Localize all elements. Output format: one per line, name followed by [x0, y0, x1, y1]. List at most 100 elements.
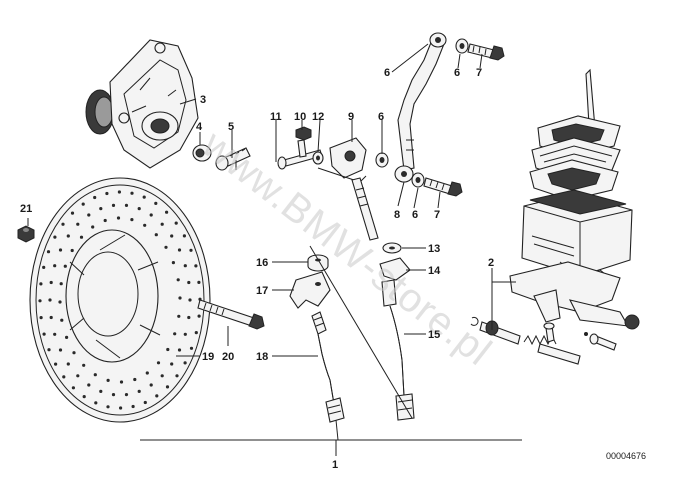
disc-hole [53, 332, 57, 336]
disc-hole [177, 348, 182, 352]
disc-hole [133, 377, 137, 382]
disc-hole [197, 314, 201, 318]
washer-6-top [455, 38, 469, 54]
disc-hole [49, 315, 53, 320]
disc-hole [60, 318, 64, 322]
disc-hole [175, 374, 179, 378]
disc-hole [72, 351, 76, 355]
disc-hole [79, 235, 84, 239]
disc-hole [183, 264, 187, 268]
bracket-14 [379, 257, 411, 281]
disc-hole [65, 335, 69, 339]
part-label-7a: 7 [476, 67, 482, 79]
brake-hose-18 [311, 311, 345, 423]
disc-hole [165, 210, 169, 214]
part-label-2: 2 [488, 257, 494, 269]
bolt-5 [215, 147, 251, 171]
disc-hole [165, 385, 170, 389]
disc-hole [66, 362, 70, 366]
part-label-20: 20 [222, 351, 234, 363]
distributor-9 [317, 137, 379, 241]
disc-hole [137, 207, 141, 211]
leader-lines [27, 43, 522, 456]
disc-hole [61, 222, 65, 226]
disc-hole [183, 332, 187, 336]
bolt-10 [295, 126, 312, 158]
disc-hole [71, 386, 75, 390]
part-label-6d: 6 [412, 209, 418, 221]
disc-hole [99, 389, 103, 393]
disc-hole [166, 347, 170, 352]
disc-hole [58, 300, 62, 304]
part-label-15: 15 [428, 329, 440, 341]
disc-hole [182, 234, 186, 238]
part-label-3: 3 [200, 94, 206, 106]
disc-hole [171, 261, 175, 265]
bracket-17 [289, 271, 331, 309]
disc-hole [149, 383, 153, 387]
disc-hole [93, 373, 97, 377]
part-label-10: 10 [294, 111, 306, 123]
disc-hole [76, 374, 80, 378]
disc-hole [143, 223, 147, 227]
disc-hole [94, 401, 98, 405]
disc-hole [160, 222, 164, 226]
disc-hole [137, 389, 141, 393]
disc-hole [130, 191, 134, 195]
disc-hole [87, 213, 91, 217]
disc-hole [62, 375, 66, 379]
disc-hole [143, 400, 147, 405]
part-label-8: 8 [394, 209, 400, 221]
grommet-13 [382, 242, 402, 254]
disc-hole [194, 331, 198, 335]
disc-hole [142, 195, 146, 199]
disc-hole [103, 218, 107, 223]
disc-hole [46, 250, 51, 254]
part-label-16: 16 [256, 257, 268, 269]
nut-21 [17, 225, 35, 243]
part-label-9: 9 [348, 111, 354, 123]
disc-hole [47, 348, 51, 352]
part-label-11: 11 [270, 111, 282, 123]
disc-hole [131, 404, 135, 409]
disc-hole [39, 282, 43, 286]
disc-hole [59, 282, 63, 286]
disc-hole [176, 278, 180, 282]
disc-hole [111, 203, 116, 207]
disc-hole [81, 202, 85, 206]
disc-hole [48, 298, 52, 302]
disc-hole [106, 378, 110, 382]
part-label-21: 21 [20, 203, 32, 215]
disc-hole [155, 394, 159, 398]
disc-hole [154, 201, 158, 205]
bolt-7-mid [423, 177, 463, 197]
disc-hole [91, 225, 95, 229]
disc-hole [82, 363, 86, 367]
brake-caliper [85, 39, 199, 169]
disc-hole [66, 234, 70, 238]
disc-hole [63, 264, 67, 268]
disc-hole [82, 395, 86, 399]
disc-hole [106, 405, 110, 409]
disc-hole [177, 248, 182, 252]
part-label-7b: 7 [434, 209, 440, 221]
disc-hole [145, 371, 149, 375]
disc-hole [53, 235, 57, 239]
washer-6-left [375, 152, 389, 168]
disc-hole [197, 280, 201, 284]
part-label-12: 12 [312, 111, 324, 123]
part-label-17: 17 [256, 285, 268, 297]
disc-hole [154, 233, 158, 237]
disc-hole [42, 265, 46, 269]
disc-hole [187, 280, 191, 285]
bolt-7-top [467, 43, 505, 61]
disc-hole [54, 362, 58, 366]
bolt-20 [197, 299, 265, 330]
part-label-14: 14 [428, 265, 441, 277]
disc-hole [58, 348, 63, 352]
disc-hole [99, 207, 103, 211]
disc-hole [76, 222, 80, 226]
disc-hole [178, 296, 182, 300]
washer-12 [312, 151, 324, 165]
master-cylinder [470, 68, 640, 365]
